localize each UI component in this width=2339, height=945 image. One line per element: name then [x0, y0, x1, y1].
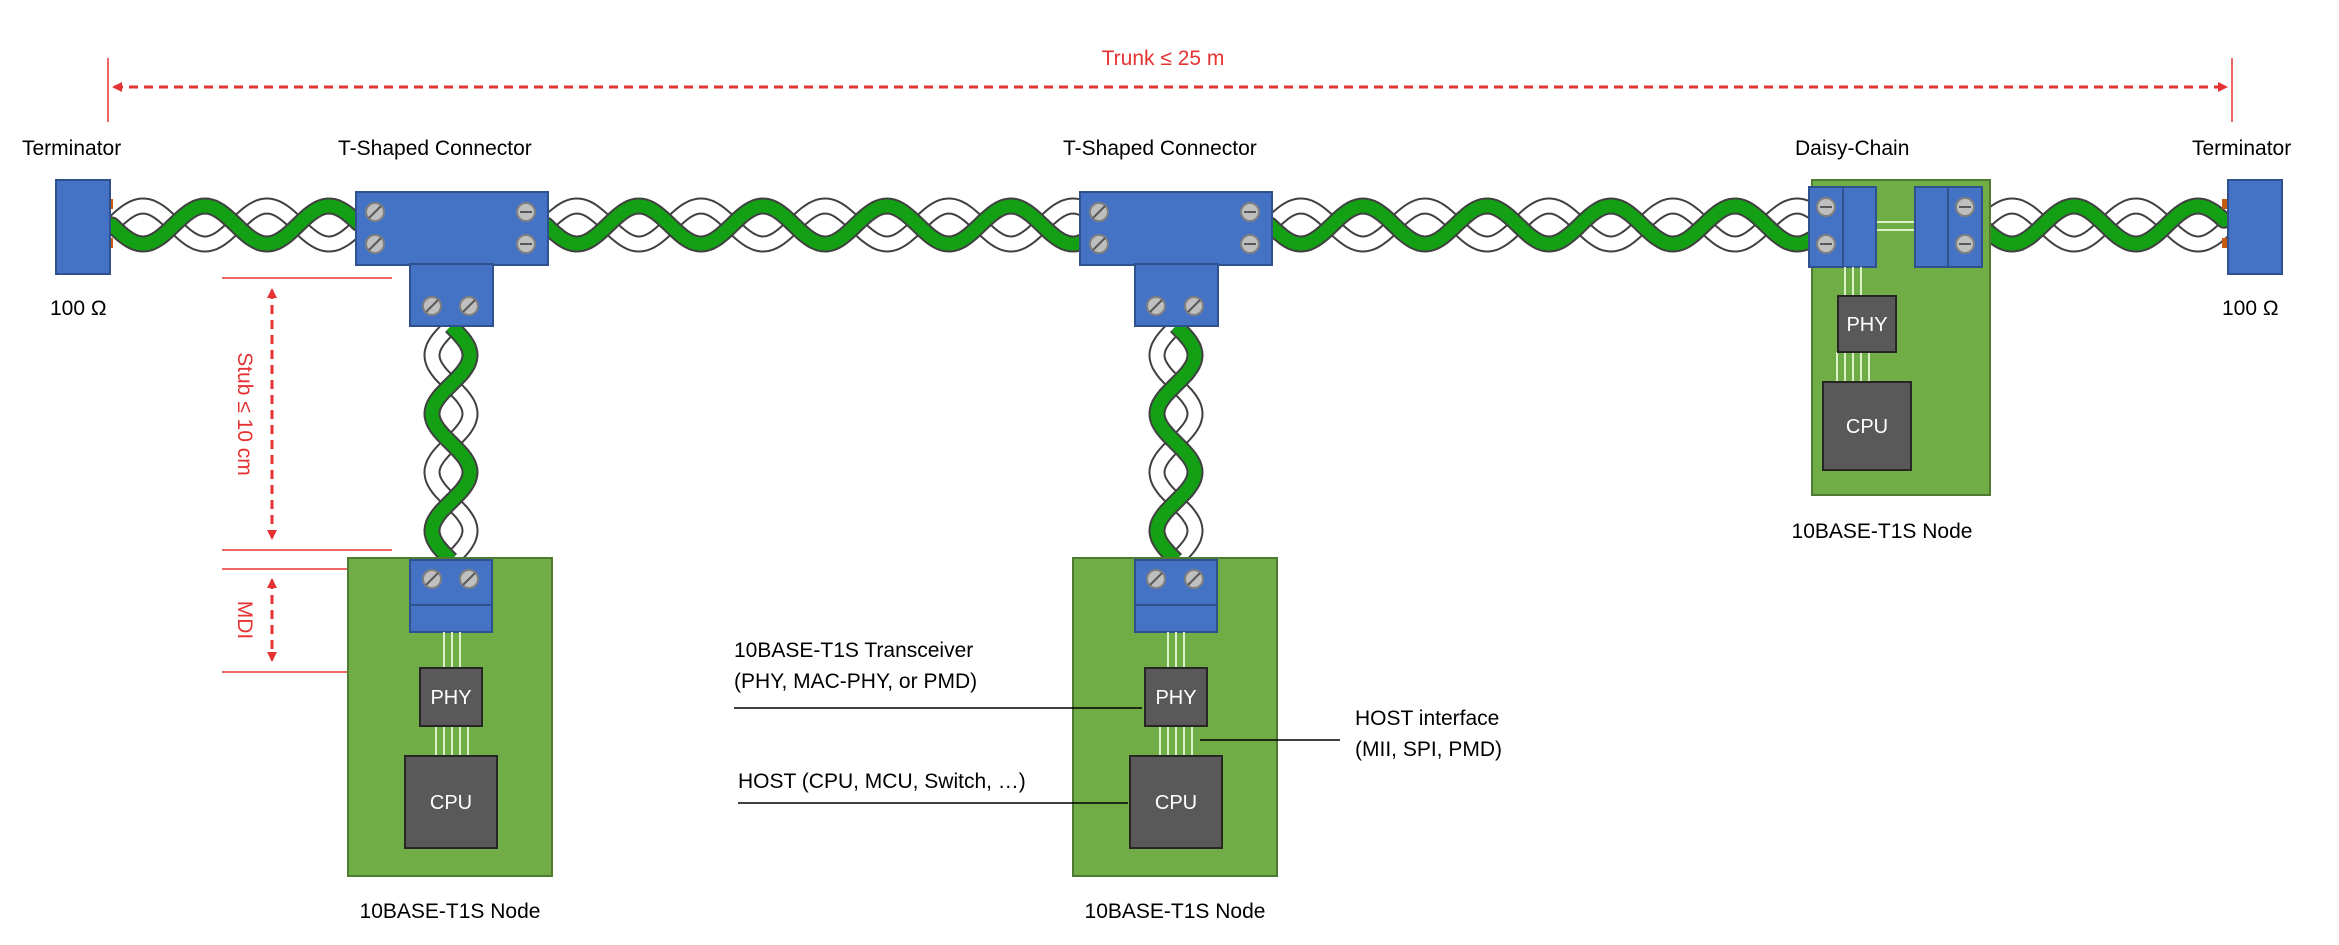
cpu-chip	[1822, 381, 1912, 471]
t-connector-2-label: T-Shaped Connector	[1063, 137, 1257, 160]
node-3: PHY CPU Daisy-Chain 10BASE-T1S Node	[1792, 137, 1991, 543]
screw-icon	[1955, 197, 1975, 217]
transceiver-label-1: 10BASE-T1S Transceiver	[734, 639, 973, 662]
phy-chip	[1837, 295, 1897, 353]
trunk-length-label: Trunk ≤ 25 m	[1102, 47, 1225, 70]
screw-icon	[422, 569, 442, 589]
trunk-cable-segment	[537, 197, 1091, 253]
transceiver-annotation: 10BASE-T1S Transceiver (PHY, MAC-PHY, or…	[734, 639, 1142, 709]
screw-icon	[1240, 234, 1260, 254]
screw-icon	[365, 202, 385, 222]
daisy-chain-label: Daisy-Chain	[1795, 137, 1909, 160]
mdi-connector	[1134, 559, 1218, 633]
screw-icon	[1146, 569, 1166, 589]
host-interface-annotation: HOST interface (MII, SPI, PMD)	[1200, 707, 1502, 761]
t-shaped-connector-1: T-Shaped Connector	[338, 137, 549, 327]
trunk-cable-segment	[1261, 197, 1820, 253]
cpu-chip	[404, 755, 498, 849]
node-2-label: 10BASE-T1S Node	[1085, 900, 1266, 923]
trunk-cable-segment	[103, 197, 367, 253]
screw-icon	[1955, 234, 1975, 254]
terminator-left-label: Terminator	[22, 137, 121, 160]
mdi-connector	[409, 559, 493, 633]
screw-icon	[1089, 234, 1109, 254]
phy-chip	[419, 667, 483, 727]
screw-icon	[516, 234, 536, 254]
phy-chip	[1144, 667, 1208, 727]
screw-icon	[459, 569, 479, 589]
screw-icon	[1089, 202, 1109, 222]
screw-icon	[1146, 296, 1166, 316]
terminator-right-label: Terminator	[2192, 137, 2291, 160]
screw-icon	[516, 202, 536, 222]
screw-icon	[1816, 234, 1836, 254]
t-shaped-connector-2: T-Shaped Connector	[1063, 137, 1273, 327]
trunk-dimension: Trunk ≤ 25 m	[107, 47, 2233, 122]
trace-bus	[1836, 267, 1870, 382]
screw-icon	[422, 296, 442, 316]
stub-cable	[423, 319, 479, 567]
terminator-left: Terminator 100 Ω	[22, 137, 121, 320]
stub-cable	[1148, 319, 1204, 567]
screw-icon	[459, 296, 479, 316]
node-1: PHY CPU 10BASE-T1S Node	[347, 557, 553, 923]
node-2: PHY CPU 10BASE-T1S Node	[1072, 557, 1278, 923]
daisy-chain-connector	[1808, 186, 1983, 268]
host-label: HOST (CPU, MCU, Switch, …)	[738, 770, 1026, 793]
stub-dimension: Stub ≤ 10 cm	[222, 277, 392, 551]
stub-length-label: Stub ≤ 10 cm	[233, 352, 256, 476]
node-3-label: 10BASE-T1S Node	[1792, 520, 1973, 543]
phy-label: PHY	[1155, 687, 1196, 709]
cpu-chip	[1129, 755, 1223, 849]
phy-label: PHY	[1846, 314, 1887, 336]
screw-icon	[1184, 296, 1204, 316]
t-connector-1-label: T-Shaped Connector	[338, 137, 532, 160]
cable-layer	[103, 197, 2233, 567]
cpu-label: CPU	[1846, 416, 1888, 438]
host-interface-label-1: HOST interface	[1355, 707, 1499, 730]
host-interface-label-2: (MII, SPI, PMD)	[1355, 738, 1502, 761]
transceiver-label-2: (PHY, MAC-PHY, or PMD)	[734, 670, 977, 693]
trace-bus	[1159, 632, 1193, 756]
resistance-left-label: 100 Ω	[50, 297, 107, 320]
phy-label: PHY	[430, 687, 471, 709]
screw-icon	[1240, 202, 1260, 222]
trace-bus	[435, 632, 469, 756]
cpu-label: CPU	[430, 792, 472, 814]
screw-icon	[365, 234, 385, 254]
trunk-cable-segment	[1972, 197, 2233, 253]
terminator-right: Terminator 100 Ω	[2192, 137, 2291, 320]
host-annotation: HOST (CPU, MCU, Switch, …)	[738, 770, 1128, 804]
mdi-label: MDI	[233, 601, 256, 640]
screw-icon	[1816, 197, 1836, 217]
node-1-label: 10BASE-T1S Node	[360, 900, 541, 923]
screw-icon	[1184, 569, 1204, 589]
resistance-right-label: 100 Ω	[2222, 297, 2279, 320]
cpu-label: CPU	[1155, 792, 1197, 814]
